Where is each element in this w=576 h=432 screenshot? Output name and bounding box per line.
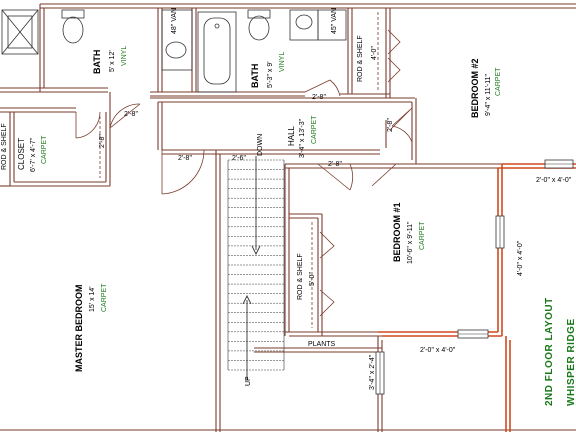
bath2-floor: VINYL <box>279 52 286 72</box>
stair-arrows <box>242 156 261 380</box>
rod-shelf-mid-size: 5'-0" <box>309 272 316 286</box>
up-label: UP <box>245 376 252 386</box>
left-edge-label: ROD & SHELF <box>1 123 8 170</box>
win-right-top: 2'-0" x 4'-0" <box>536 177 572 184</box>
bedroom1-name: BEDROOM #1 <box>392 202 402 262</box>
dim-stair-top: 2'-6" <box>232 155 246 162</box>
down-label: DOWN <box>257 134 264 156</box>
hall-name: HALL <box>287 125 296 146</box>
bedroom1-size: 10'-6" x 9'-11" <box>407 221 414 264</box>
dim-bed2-door: 2'-8" <box>387 118 394 132</box>
bath2-name: BATH <box>250 64 260 88</box>
rod-shelf-mid-name: ROD & SHELF <box>297 253 304 300</box>
closet-floor: CARPET <box>41 135 48 164</box>
bedroom2-floor: CARPET <box>495 67 502 96</box>
dim-hall-door: 2'-8" <box>312 94 326 101</box>
bath1-size: 5' x 12' <box>109 50 116 72</box>
win-bottom: 2'-0" x 4'-0" <box>420 347 456 354</box>
van45-label: 45" VAN <box>331 8 338 34</box>
bath1-name: BATH <box>92 50 102 74</box>
bedroom1-floor: CARPET <box>419 221 426 250</box>
rod-shelf-top-size: 4'-0" <box>371 46 378 60</box>
master-size: 15' x 14' <box>89 286 96 312</box>
closet-size: 6'-7' x 4'-7" <box>30 137 37 172</box>
plan-title: 2ND FLOOR LAYOUT <box>544 297 555 406</box>
hall-floor: CARPET <box>311 115 318 144</box>
dim-bath-door: 2'-8" <box>124 111 138 118</box>
rods <box>99 12 379 328</box>
dim-closet-door: 2'-8" <box>99 134 106 148</box>
exterior-walls <box>378 163 576 432</box>
plants-label: PLANTS <box>308 341 336 348</box>
bedroom2-name: BEDROOM #2 <box>470 58 480 118</box>
bath1-floor: VINYL <box>121 46 128 66</box>
closet-name: CLOSET <box>17 138 26 170</box>
van48-label: 48" VAN <box>171 8 178 34</box>
staircase <box>227 159 285 371</box>
master-name: MASTER BEDROOM <box>74 285 84 373</box>
rod-shelf-top-name: ROD & SHELF <box>357 35 364 82</box>
win-bottom-vert: 3'-4" x 2'-4" <box>369 354 376 390</box>
dim-hall-left: 2'-8" <box>178 155 192 162</box>
doors <box>75 29 413 317</box>
bath2-size: 5'-3" x 9' <box>267 61 274 88</box>
win-right-mid: 4'-0" x 4'-0" <box>517 240 524 276</box>
windows <box>375 159 574 395</box>
plan-subtitle: WHISPER RIDGE <box>566 318 576 406</box>
bedroom2-size: 9'-4" x 11'-11" <box>485 73 492 116</box>
fixtures <box>1 9 347 93</box>
hall-size: 3'-4" x 13'-3" <box>299 118 306 158</box>
master-floor: CARPET <box>101 283 108 312</box>
dim-bed1-door: 2'-8" <box>328 161 342 168</box>
walls <box>0 3 576 432</box>
